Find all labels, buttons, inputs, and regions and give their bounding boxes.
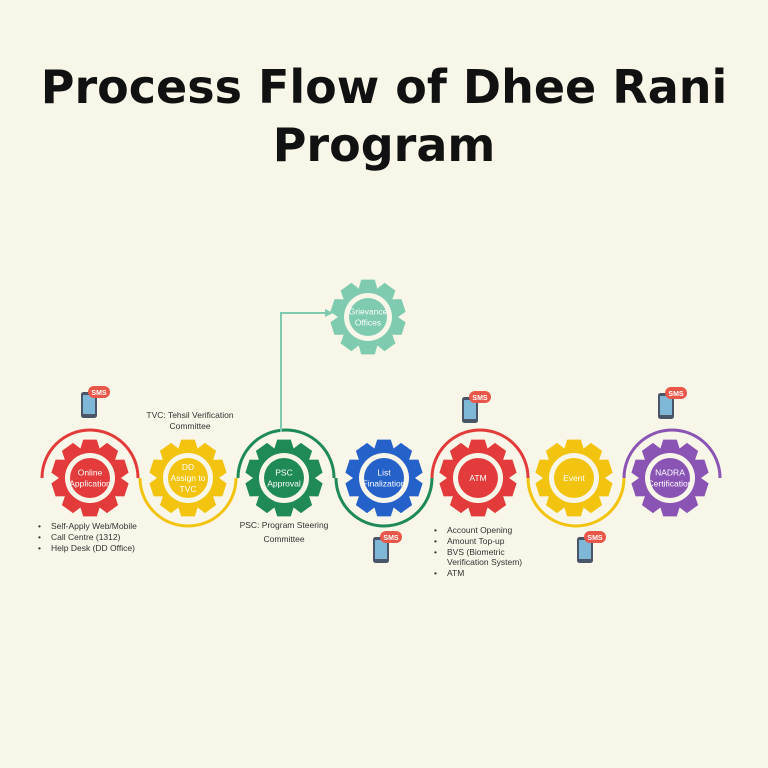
bullet-dot: • (38, 521, 41, 531)
phone-screen (464, 400, 476, 419)
psc-note-line1: PSC: Program Steering (240, 520, 329, 530)
gear-atm-label: ATM (469, 473, 486, 483)
atm-bullet-3: BVS (Biometric (447, 547, 505, 557)
gear-grievance-offices-label: Grievance (349, 307, 388, 317)
tvc-note-line2: Committee (169, 421, 210, 431)
gear-dd-assign-label: TVC (180, 484, 197, 494)
gear-list-finalization-label: Finalization (363, 479, 406, 489)
atm-bullet-4: ATM (447, 568, 464, 578)
gear-psc-approval-label: PSC (275, 468, 292, 478)
gear-event-label: Event (563, 473, 585, 483)
sms-bubble (584, 531, 606, 543)
sms-phone-icon: SMS (373, 531, 402, 563)
gear-nadra-certification-label: Certification (648, 479, 693, 489)
gear-psc-approval-label: Approval (267, 479, 301, 489)
gear-online-application-label: Application (69, 479, 111, 489)
gear-atm: ATM (439, 439, 517, 517)
sms-phone-icon: SMS (658, 387, 687, 419)
page-title: Process Flow of Dhee Rani Program (40, 60, 728, 172)
psc-note-line2: Committee (263, 534, 304, 544)
sms-phone-icon: SMS (462, 391, 491, 423)
sms-bubble (665, 387, 687, 399)
arc-atm (430, 428, 530, 479)
gear-online-application-label: Online (78, 468, 103, 478)
arc-online (40, 428, 140, 479)
gear-center (364, 458, 404, 498)
gear-grievance-offices-label: Offices (355, 318, 381, 328)
tvc-note-line1: TVC: Tehsil Verification (146, 410, 234, 420)
arc-event (526, 477, 626, 528)
sms-label: SMS (668, 391, 684, 398)
atm-bullet-1: Account Opening (447, 525, 512, 535)
sms-bubble (88, 386, 110, 398)
online-bullet-1: Self-Apply Web/Mobile (51, 521, 137, 531)
sms-bubble (380, 531, 402, 543)
arc-list (334, 477, 434, 528)
atm-bullet-3-cont: Verification System) (447, 557, 522, 567)
grievance-connector (280, 309, 333, 432)
online-bullets: • Self-Apply Web/Mobile • Call Centre (1… (38, 521, 137, 553)
gear-center (349, 298, 387, 336)
gear-center (650, 458, 690, 498)
bullet-dot: • (38, 543, 41, 553)
gear-nadra-certification-label: NADRA (655, 468, 685, 478)
gear-dd-assign-label: Assign to (171, 473, 206, 483)
phone-screen (579, 540, 591, 559)
sms-layer: SMS SMS SMS SMS SMS (81, 386, 687, 563)
atm-bullets: • Account Opening • Amount Top-up • BVS … (434, 525, 522, 578)
phone-screen (660, 396, 672, 415)
online-bullet-2: Call Centre (1312) (51, 532, 121, 542)
bullet-dot: • (434, 536, 437, 546)
atm-bullet-2: Amount Top-up (447, 536, 505, 546)
bullet-dot: • (38, 532, 41, 542)
sms-label: SMS (472, 395, 488, 402)
sms-bubble (469, 391, 491, 403)
gear-center (264, 458, 304, 498)
phone-screen (375, 540, 387, 559)
sms-label: SMS (587, 535, 603, 542)
gear-dd-assign-label: DD (182, 462, 194, 472)
sms-phone-icon: SMS (81, 386, 110, 418)
sms-label: SMS (91, 390, 107, 397)
bullet-dot: • (434, 568, 437, 578)
gear-list-finalization-label: List (377, 468, 391, 478)
online-bullet-3: Help Desk (DD Office) (51, 543, 135, 553)
phone-screen (83, 395, 95, 414)
gear-center (458, 458, 498, 498)
bullet-dot: • (434, 547, 437, 557)
gear-center (168, 458, 208, 498)
sms-phone-icon: SMS (577, 531, 606, 563)
sms-label: SMS (383, 535, 399, 542)
arc-psc (236, 428, 336, 479)
bullet-dot: • (434, 525, 437, 535)
gear-center (70, 458, 110, 498)
connector-arcs (40, 428, 722, 528)
arc-nadra (622, 428, 722, 479)
gear-event: Event (535, 439, 613, 517)
arc-dd (138, 477, 238, 528)
gear-center (554, 458, 594, 498)
